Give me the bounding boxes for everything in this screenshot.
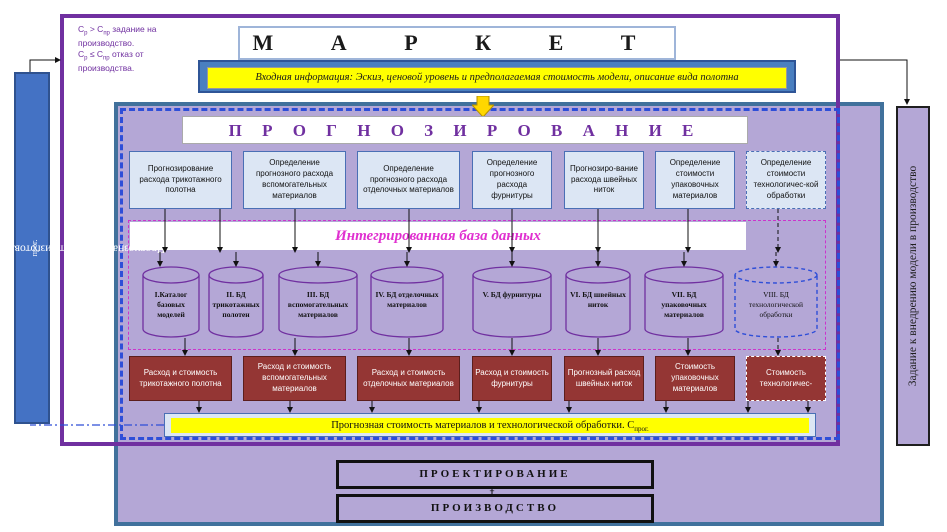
- cylinder-icon: [208, 266, 264, 338]
- forecast-cost-bar: Прогнозная стоимость изготовления новой …: [0, 72, 165, 424]
- top-box-finishing: Определение прогнозного расхода отделочн…: [357, 151, 460, 209]
- forecasting-title: П Р О Г Н О З И Р О В А Н И Е: [182, 116, 748, 144]
- result-processing: Стоимость технологичес-: [746, 356, 826, 401]
- result-packaging: Стоимость упаковочных материалов: [655, 356, 735, 401]
- result-fittings: Расход и стоимость фурнитуры: [472, 356, 552, 401]
- db-fittings-label: V. БД фурнитуры: [482, 290, 542, 299]
- db-knitted-fabrics: II. БД трикотажных полотен: [208, 266, 264, 338]
- db-threads: VI. БД швейных ниток: [565, 266, 631, 338]
- database-band: [128, 220, 826, 350]
- svg-text:+: +: [489, 486, 494, 496]
- top-box-fabric: Прогнозирование расхода трикотажного пол…: [129, 151, 232, 209]
- db-processing-label: VIII. БД технологической обработки: [748, 290, 804, 319]
- input-info-bar: Входная информация: Эскиз, ценовой урове…: [198, 60, 796, 93]
- db-packaging-label: VII. БД упаковочных материалов: [661, 290, 707, 319]
- marketing-title: М А Р К Е Т И Н Г: [238, 26, 676, 85]
- result-threads: Прогнозный расход швейных ниток: [564, 356, 644, 401]
- db-catalog: I.Каталог базовых моделей: [142, 266, 200, 338]
- top-box-packaging: Определение стоимости упаковочных матери…: [655, 151, 735, 209]
- db-auxiliary-label: III. БД вспомогательных материалов: [287, 290, 349, 319]
- db-processing: VIII. БД технологической обработки: [734, 266, 818, 338]
- top-box-processing: Определение стоимости технологичес-кой о…: [746, 151, 826, 209]
- cylinder-icon: [278, 266, 358, 338]
- top-box-auxiliary: Определение прогнозного расхода вспомога…: [243, 151, 346, 209]
- db-finishing-label: IV. БД отделочных материалов: [375, 290, 439, 309]
- design-stage: ПРОЕКТИРОВАНИЕ: [336, 460, 654, 489]
- db-finishing: IV. БД отделочных материалов: [370, 266, 444, 338]
- note-line-2: Cp ≤ Cпр отказ от производства.: [78, 49, 144, 74]
- production-stage: ПРОИЗВОДСТВО: [336, 494, 654, 523]
- production-task-bar: Задание к внедрению модели в производств…: [896, 106, 930, 446]
- top-box-fittings: Определение прогнозного расхода фурнитур…: [472, 151, 552, 209]
- cylinder-icon: [644, 266, 724, 338]
- cylinder-icon: [142, 266, 200, 338]
- cylinder-icon: [472, 266, 552, 338]
- db-packaging: VII. БД упаковочных материалов: [644, 266, 724, 338]
- summary-text: Прогнозная стоимость материалов и технол…: [171, 418, 809, 433]
- input-info-text: Входная информация: Эскиз, ценовой урове…: [207, 67, 787, 89]
- db-catalog-label: I.Каталог базовых моделей: [154, 290, 188, 319]
- db-knitted-fabrics-label: II. БД трикотажных полотен: [212, 290, 260, 319]
- cylinder-icon: [734, 266, 818, 338]
- cylinder-icon: [565, 266, 631, 338]
- db-threads-label: VI. БД швейных ниток: [570, 290, 626, 309]
- cylinder-icon: [370, 266, 444, 338]
- result-auxiliary: Расход и стоимость вспомогательных матер…: [243, 356, 346, 401]
- down-arrow-icon: [472, 96, 494, 118]
- database-label: Интегрированная база данных: [130, 222, 746, 250]
- db-fittings: V. БД фурнитуры: [472, 266, 552, 338]
- summary-bar: Прогнозная стоимость материалов и технол…: [164, 413, 816, 437]
- decision-note: Cp > Cпр задание на производство. Cp ≤ C…: [78, 24, 200, 90]
- result-fabric: Расход и стоимость трикотажного полотна: [129, 356, 232, 401]
- result-finishing: Расход и стоимость отделочных материалов: [357, 356, 460, 401]
- top-box-threads: Прогнозиро-вание расхода швейных ниток: [564, 151, 644, 209]
- note-line-1: Cp > Cпр задание на производство.: [78, 24, 157, 48]
- db-auxiliary: III. БД вспомогательных материалов: [278, 266, 358, 338]
